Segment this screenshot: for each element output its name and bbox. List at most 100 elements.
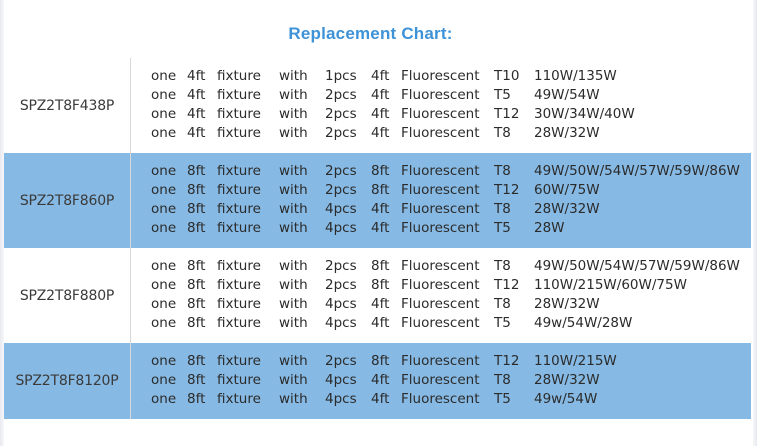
model-number-cell: SPZ2T8F438P	[4, 58, 131, 153]
spec-with: with	[279, 106, 308, 122]
spec-fixture: fixture	[217, 182, 261, 198]
spec-type: T12	[494, 277, 520, 293]
spec-with: with	[279, 391, 308, 407]
spec-type: T5	[494, 315, 511, 331]
spec-fixture: fixture	[217, 296, 261, 312]
spec-type: T5	[494, 87, 511, 103]
spec-fixture: fixture	[217, 220, 261, 236]
spec-watts: 49w/54W/28W	[534, 315, 633, 331]
spec-length2: 8ft	[371, 277, 390, 293]
spec-fixture: fixture	[217, 353, 261, 369]
spec-length1: 8ft	[187, 353, 206, 369]
spec-with: with	[279, 87, 308, 103]
spec-lamp: Fluorescent	[401, 182, 480, 198]
spec-type: T8	[494, 296, 511, 312]
spec-pcs: 4pcs	[325, 315, 357, 331]
spec-type: T8	[494, 258, 511, 274]
chart-content: Replacement Chart: SPZ2T8F438P one 4ft fixt…	[4, 0, 753, 446]
right-edge-strip	[753, 0, 757, 446]
spec-type: T5	[494, 220, 511, 236]
spec-with: with	[279, 163, 308, 179]
spec-type: T12	[494, 106, 520, 122]
spec-watts: 49W/50W/54W/57W/59W/86W	[534, 258, 740, 274]
spec-one: one	[151, 296, 177, 312]
spec-lamp: Fluorescent	[401, 87, 480, 103]
spec-with: with	[279, 258, 308, 274]
spec-length1: 8ft	[187, 201, 206, 217]
spec-with: with	[279, 220, 308, 236]
spec-length2: 8ft	[371, 163, 390, 179]
spec-length1: 8ft	[187, 163, 206, 179]
spec-watts: 110W/215W/60W/75W	[534, 277, 687, 293]
spec-one: one	[151, 68, 177, 84]
spec-fixture: fixture	[217, 372, 261, 388]
spec-with: with	[279, 353, 308, 369]
spec-length1: 8ft	[187, 296, 206, 312]
spec-lamp: Fluorescent	[401, 353, 480, 369]
spec-one: one	[151, 353, 177, 369]
model-number-cell: SPZ2T8F880P	[4, 248, 131, 343]
spec-pcs: 2pcs	[325, 277, 357, 293]
spec-length2: 4ft	[371, 87, 390, 103]
spec-one: one	[151, 220, 177, 236]
spec-fixture: fixture	[217, 68, 261, 84]
spec-type: T8	[494, 201, 511, 217]
spec-one: one	[151, 163, 177, 179]
model-number-cell: SPZ2T8F860P	[4, 153, 131, 248]
spec-fixture: fixture	[217, 258, 261, 274]
spec-length1: 4ft	[187, 87, 206, 103]
spec-pcs: 1pcs	[325, 68, 357, 84]
spec-length1: 4ft	[187, 106, 206, 122]
spec-length1: 8ft	[187, 391, 206, 407]
spec-length1: 8ft	[187, 315, 206, 331]
spec-length1: 8ft	[187, 277, 206, 293]
spec-fixture: fixture	[217, 315, 261, 331]
spec-length2: 4ft	[371, 68, 390, 84]
spec-one: one	[151, 106, 177, 122]
spec-lamp: Fluorescent	[401, 106, 480, 122]
spec-pcs: 4pcs	[325, 372, 357, 388]
spec-length2: 4ft	[371, 125, 390, 141]
spec-pcs: 2pcs	[325, 163, 357, 179]
spec-length2: 8ft	[371, 353, 390, 369]
spec-pcs: 4pcs	[325, 391, 357, 407]
spec-watts: 28W/32W	[534, 372, 600, 388]
spec-lamp: Fluorescent	[401, 315, 480, 331]
spec-length2: 4ft	[371, 296, 390, 312]
spec-lamp: Fluorescent	[401, 296, 480, 312]
spec-length1: 8ft	[187, 220, 206, 236]
spec-length1: 8ft	[187, 182, 206, 198]
spec-watts: 28W/32W	[534, 296, 600, 312]
spec-with: with	[279, 296, 308, 312]
spec-one: one	[151, 182, 177, 198]
spec-lamp: Fluorescent	[401, 201, 480, 217]
spec-fixture: fixture	[217, 125, 261, 141]
spec-pcs: 2pcs	[325, 106, 357, 122]
spec-pcs: 2pcs	[325, 182, 357, 198]
spec-pcs: 4pcs	[325, 220, 357, 236]
spec-length2: 8ft	[371, 182, 390, 198]
spec-lamp: Fluorescent	[401, 277, 480, 293]
spec-with: with	[279, 125, 308, 141]
spec-one: one	[151, 277, 177, 293]
spec-watts: 110W/135W	[534, 68, 617, 84]
page-title: Replacement Chart:	[288, 24, 453, 43]
spec-with: with	[279, 315, 308, 331]
spec-length2: 8ft	[371, 258, 390, 274]
